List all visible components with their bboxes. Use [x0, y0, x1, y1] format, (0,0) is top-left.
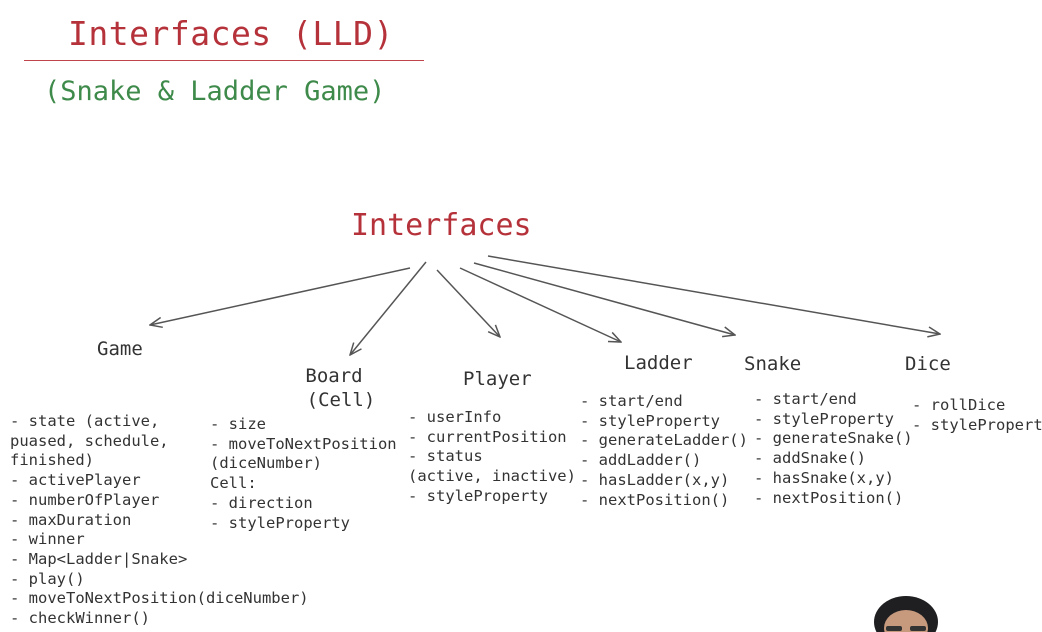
list-item: - hasSnake(x,y): [754, 468, 894, 487]
list-item: - generateSnake(): [754, 429, 913, 448]
arrow-to-game: [150, 267, 411, 325]
list-item: - status: [408, 447, 483, 466]
presenter-video-thumbnail: [874, 596, 938, 632]
arrow-to-board: [350, 261, 427, 355]
list-item: - generateLadder(): [580, 431, 748, 450]
list-item: - hasLadder(x,y): [580, 470, 730, 489]
list-item: - addSnake(): [754, 449, 866, 468]
list-item: - addLadder(): [580, 451, 702, 470]
list-item: - start/end: [754, 390, 857, 408]
page-title: Interfaces (LLD): [68, 14, 394, 53]
list-item: - userInfo: [408, 408, 502, 426]
node-game-items: - state (active,puased, schedule,finishe…: [10, 412, 309, 629]
list-item: - styleProperty: [408, 486, 548, 505]
arrow-to-ladder: [459, 267, 621, 342]
list-item: - direction: [210, 493, 313, 512]
list-item: - size: [210, 415, 266, 433]
arrow-to-snake: [473, 262, 735, 335]
list-item: - checkWinner(): [10, 609, 150, 628]
list-item: - currentPosition: [408, 427, 567, 446]
list-item: - activePlayer: [10, 471, 141, 490]
arrow-to-player: [436, 269, 500, 337]
list-item: - nextPosition(): [580, 490, 730, 509]
node-player-items: - userInfo- currentPosition- status(acti…: [408, 408, 576, 507]
list-item: Cell:: [210, 474, 257, 493]
node-ladder-title: Ladder: [624, 352, 693, 374]
node-board-subtitle: (Cell): [306, 389, 376, 411]
list-item: puased, schedule,: [10, 431, 169, 450]
list-item: - styleProperty: [210, 513, 350, 532]
node-snake-title: Snake: [744, 353, 802, 375]
list-item: - styleProperty: [912, 415, 1042, 434]
list-item: - start/end: [580, 392, 683, 410]
diagram-root-label: Interfaces: [351, 208, 532, 243]
node-dice-items: - rollDice- styleProperty: [912, 396, 1042, 435]
list-item: - state (active,: [10, 412, 160, 430]
node-board-title: Board: [305, 365, 363, 387]
arrow-to-dice: [487, 255, 940, 334]
node-ladder-items: - start/end- styleProperty- generateLadd…: [580, 392, 748, 510]
page-subtitle: (Snake & Ladder Game): [44, 76, 386, 107]
node-dice-title: Dice: [905, 353, 951, 375]
node-player-title: Player: [463, 368, 532, 390]
list-item: - moveToNextPosition: [210, 434, 397, 453]
list-item: (active, inactive): [408, 467, 576, 486]
list-item: (diceNumber): [210, 454, 322, 473]
list-item: - rollDice: [912, 396, 1006, 414]
list-item: - maxDuration: [10, 510, 132, 529]
title-underline: [24, 60, 424, 61]
node-game-title: Game: [97, 338, 143, 360]
list-item: - styleProperty: [580, 411, 720, 430]
node-snake-items: - start/end- styleProperty- generateSnak…: [754, 390, 913, 508]
list-item: - nextPosition(): [754, 488, 904, 507]
list-item: - moveToNextPosition(diceNumber): [10, 589, 309, 608]
list-item: - styleProperty: [754, 409, 894, 428]
node-board-items: - size- moveToNextPosition(diceNumber)Ce…: [210, 415, 397, 533]
list-item: - play(): [10, 569, 85, 588]
list-item: - numberOfPlayer: [10, 490, 160, 509]
list-item: - winner: [10, 530, 85, 549]
list-item: - Map<Ladder|Snake>: [10, 549, 188, 568]
list-item: finished): [10, 451, 94, 470]
